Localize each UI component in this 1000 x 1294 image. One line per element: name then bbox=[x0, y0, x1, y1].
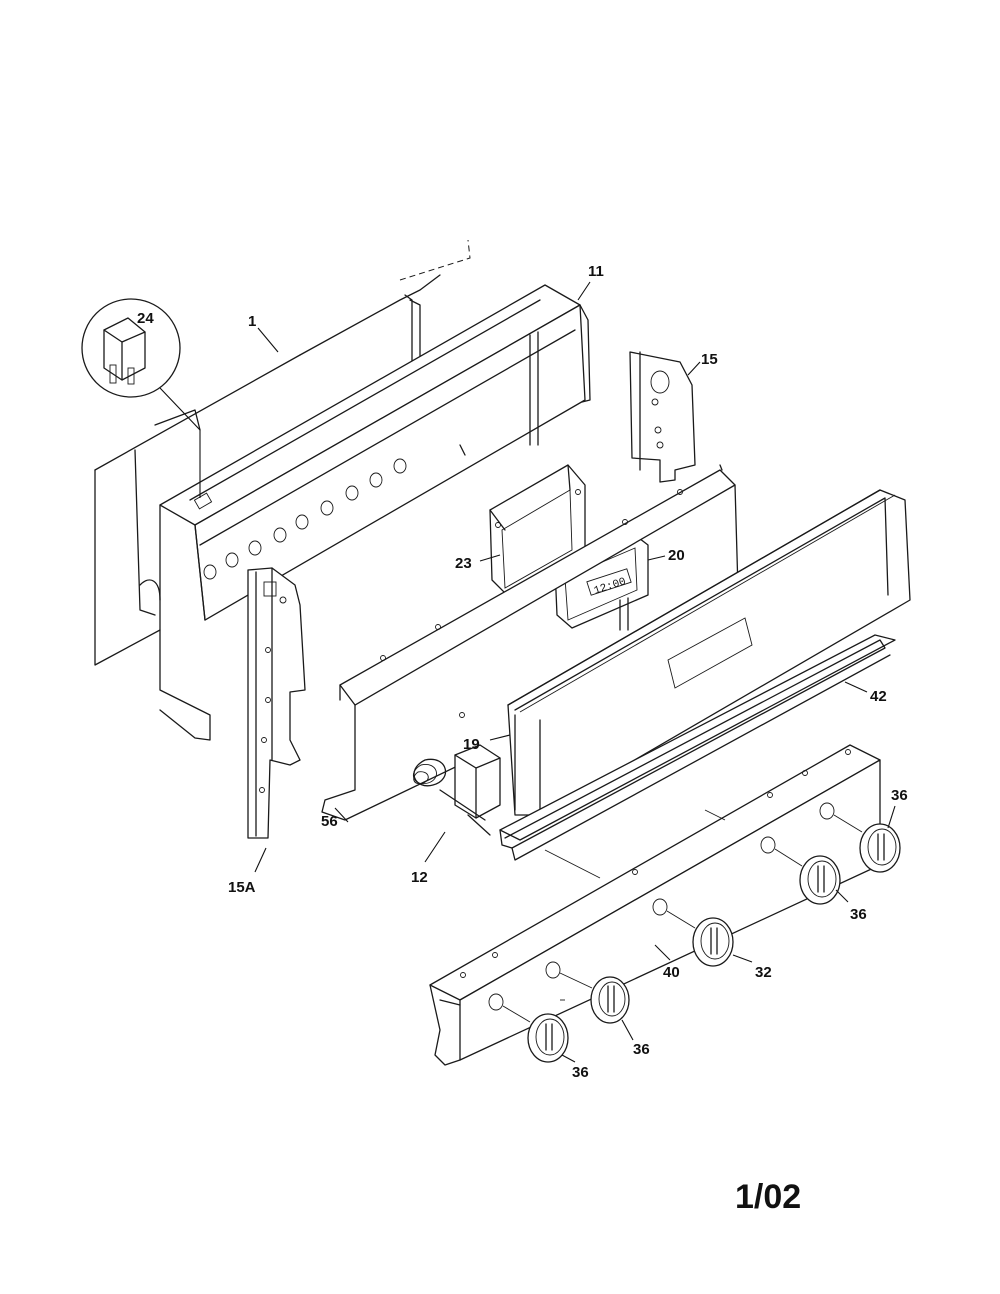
callout-56: 56 bbox=[321, 813, 338, 830]
callout-labels: 1 11 24 15 23 20 42 19 56 15A 12 36 36 3… bbox=[137, 263, 908, 1081]
left-side-bracket bbox=[247, 567, 306, 839]
callout-24: 24 bbox=[137, 310, 154, 327]
knob-36-rear-right bbox=[859, 823, 901, 873]
knob-holes bbox=[488, 802, 835, 1011]
knob-36-rear bbox=[799, 855, 841, 905]
knob-panel bbox=[429, 744, 881, 1066]
callout-23: 23 bbox=[455, 555, 472, 572]
callout-36-rear: 36 bbox=[850, 906, 867, 923]
callout-15a: 15A bbox=[228, 879, 256, 896]
thermostat bbox=[412, 744, 501, 836]
callout-12: 12 bbox=[411, 869, 428, 886]
trim-strip bbox=[499, 634, 896, 861]
callout-1: 1 bbox=[248, 313, 256, 330]
knob-36-front bbox=[590, 976, 630, 1024]
rear-backguard-panel bbox=[94, 239, 471, 666]
knob-36-front-left bbox=[527, 1013, 569, 1063]
callout-36-front-left: 36 bbox=[572, 1064, 589, 1081]
control-panel-frame bbox=[159, 284, 591, 741]
page-number: 1/02 bbox=[735, 1178, 801, 1216]
callout-36-front: 36 bbox=[633, 1041, 650, 1058]
right-side-bracket bbox=[629, 351, 696, 483]
callout-40: 40 bbox=[663, 964, 680, 981]
callout-20: 20 bbox=[668, 547, 685, 564]
panel-holes bbox=[203, 458, 407, 580]
callout-11: 11 bbox=[588, 263, 604, 280]
callout-19: 19 bbox=[463, 736, 480, 753]
callout-15: 15 bbox=[701, 351, 718, 368]
switch-detail-callout bbox=[81, 298, 201, 498]
callout-32: 32 bbox=[755, 964, 772, 981]
callout-42: 42 bbox=[870, 688, 887, 705]
clock-module: 12:00 bbox=[554, 534, 649, 631]
leader-lines bbox=[254, 281, 896, 1063]
callout-36-rear-right: 36 bbox=[891, 787, 908, 804]
support-channel bbox=[321, 464, 739, 821]
knob-guide-lines bbox=[502, 809, 863, 1023]
knob-32-oven bbox=[692, 917, 734, 967]
control-panel-face bbox=[507, 489, 911, 816]
